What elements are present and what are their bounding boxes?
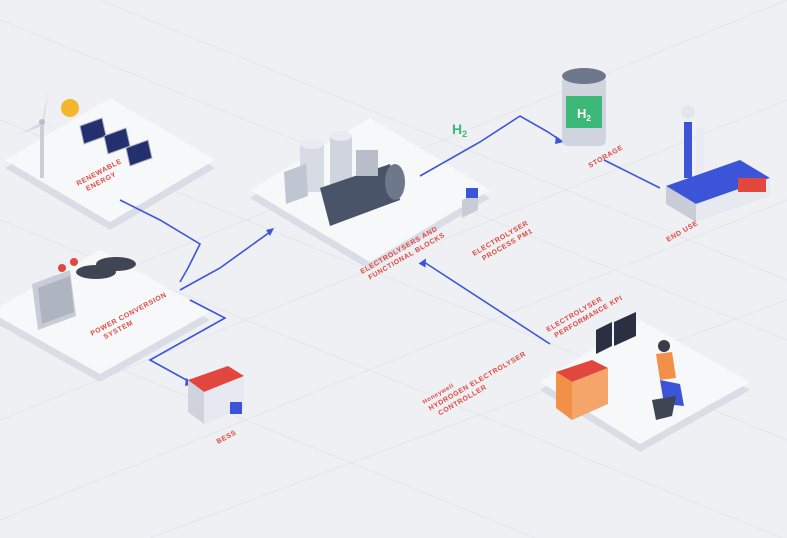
flow-storage-to-enduse (603, 159, 661, 189)
label-hydrogen-controller: Honeywell HYDROGEN ELECTROLYSER CONTROLL… (422, 351, 528, 417)
electrolyser-icon (284, 131, 405, 226)
storage-tank-icon: H2 (562, 68, 606, 146)
platform-renewable (5, 98, 215, 230)
fuel-tanks-icon (76, 257, 136, 279)
flow-electrolyser-to-storage (419, 115, 561, 177)
solar-panels-icon (79, 117, 153, 167)
label-process-pm1: ELECTROLYSER PROCESS PM1 (472, 220, 535, 263)
platform-control-room (540, 320, 750, 452)
transformer-icon (32, 258, 78, 330)
flow-lines (119, 115, 661, 383)
bess-battery-icon (188, 366, 244, 424)
monitors-icon (596, 312, 636, 354)
factory-icon (666, 105, 770, 222)
arrow-into-electrolyser (266, 228, 274, 236)
label-bess: BESS (216, 430, 238, 446)
control-desk-icon (556, 360, 608, 420)
label-storage: STORAGE (588, 144, 625, 169)
svg-text:BESS: BESS (216, 430, 238, 446)
flow-pcs-to-bess (148, 299, 227, 383)
label-performance-kpi: ELECTROLYSER PERFORMANCE KPI (546, 295, 625, 340)
h2-flow-label: H2 (452, 121, 467, 139)
flow-pcs-to-electrolyser (179, 231, 271, 291)
svg-text:END USE: END USE (666, 220, 700, 244)
svg-text:STORAGE: STORAGE (588, 144, 625, 169)
control-cabinet-icon (462, 188, 478, 218)
arrow-into-storage (555, 136, 564, 144)
label-end-use: END USE (666, 220, 700, 244)
svg-text:HYDROGEN ELECTROLYSER: HYDROGEN ELECTROLYSER (428, 351, 528, 413)
arrow-into-process (418, 258, 426, 268)
sun-icon (61, 99, 79, 117)
flow-control-to-electrolyser (423, 261, 551, 345)
flow-renewable-to-pcs (119, 199, 202, 283)
wind-turbine-icon (20, 92, 60, 178)
storage-tank-label: H2 (577, 106, 591, 123)
operator-icon (652, 340, 684, 420)
